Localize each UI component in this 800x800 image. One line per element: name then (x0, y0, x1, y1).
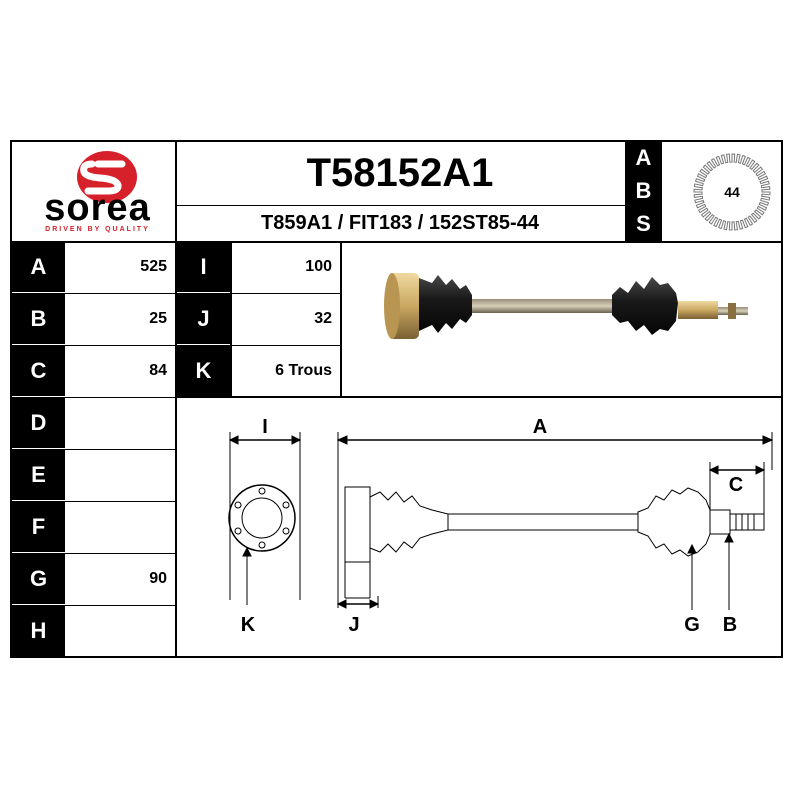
spec-label-i: I (177, 242, 230, 292)
spec-label-j: J (177, 294, 230, 344)
abs-ring (690, 150, 774, 234)
brand-logo (12, 142, 174, 240)
brand-tagline: DRIVEN BY QUALITY (45, 226, 150, 233)
dim-label-i: I (262, 416, 268, 438)
product-photo (342, 243, 781, 394)
technical-diagram (177, 398, 781, 656)
abs-letter-a: A (627, 142, 660, 174)
abs-teeth (693, 153, 771, 231)
spec-label-k: K (177, 346, 230, 396)
spec-label-e: E (12, 450, 65, 500)
sorea-emblem-icon (77, 151, 137, 203)
spec-value-d (65, 397, 175, 449)
spec-value-b: 25 (149, 310, 167, 327)
dim-label-c: C (728, 474, 744, 496)
abs-letter-s: S (627, 207, 660, 241)
abs-teeth-count: 44 (724, 184, 740, 200)
spec-label-g: G (12, 554, 65, 604)
abs-letter-b: B (627, 174, 660, 207)
drive-shaft-photo-icon (384, 273, 748, 339)
abs-tone-ring-icon (693, 153, 771, 231)
spec-value-c: 84 (149, 362, 167, 379)
spec-value-g: 90 (149, 570, 167, 587)
dim-label-j: J (348, 614, 360, 636)
dim-label-g: G (684, 614, 700, 636)
dim-label-a: A (532, 416, 548, 438)
spec-value-h (65, 605, 175, 657)
spec-value-k: 6 Trous (275, 362, 332, 379)
spec-label-h: H (12, 606, 65, 656)
drive-shaft-diagram-icon (228, 432, 774, 610)
spec-label-d: D (12, 398, 65, 448)
spec-value-f (65, 501, 175, 553)
dim-label-b: B (722, 614, 738, 636)
spec-label-f: F (12, 502, 65, 552)
cross-references: T859A1 / FIT183 / 152ST85-44 (261, 212, 539, 234)
spec-label-a: A (12, 242, 65, 292)
spec-label-c: C (12, 346, 65, 396)
brand-name: sorea (44, 187, 151, 229)
spec-value-j: 32 (314, 310, 332, 327)
part-number: T58152A1 (306, 151, 494, 195)
spec-label-b: B (12, 294, 65, 344)
dim-label-k: K (240, 614, 256, 636)
spec-value-i: 100 (305, 258, 332, 275)
spec-value-e (65, 449, 175, 501)
spec-sheet-frame (10, 140, 783, 658)
spec-value-a: 525 (140, 258, 167, 275)
